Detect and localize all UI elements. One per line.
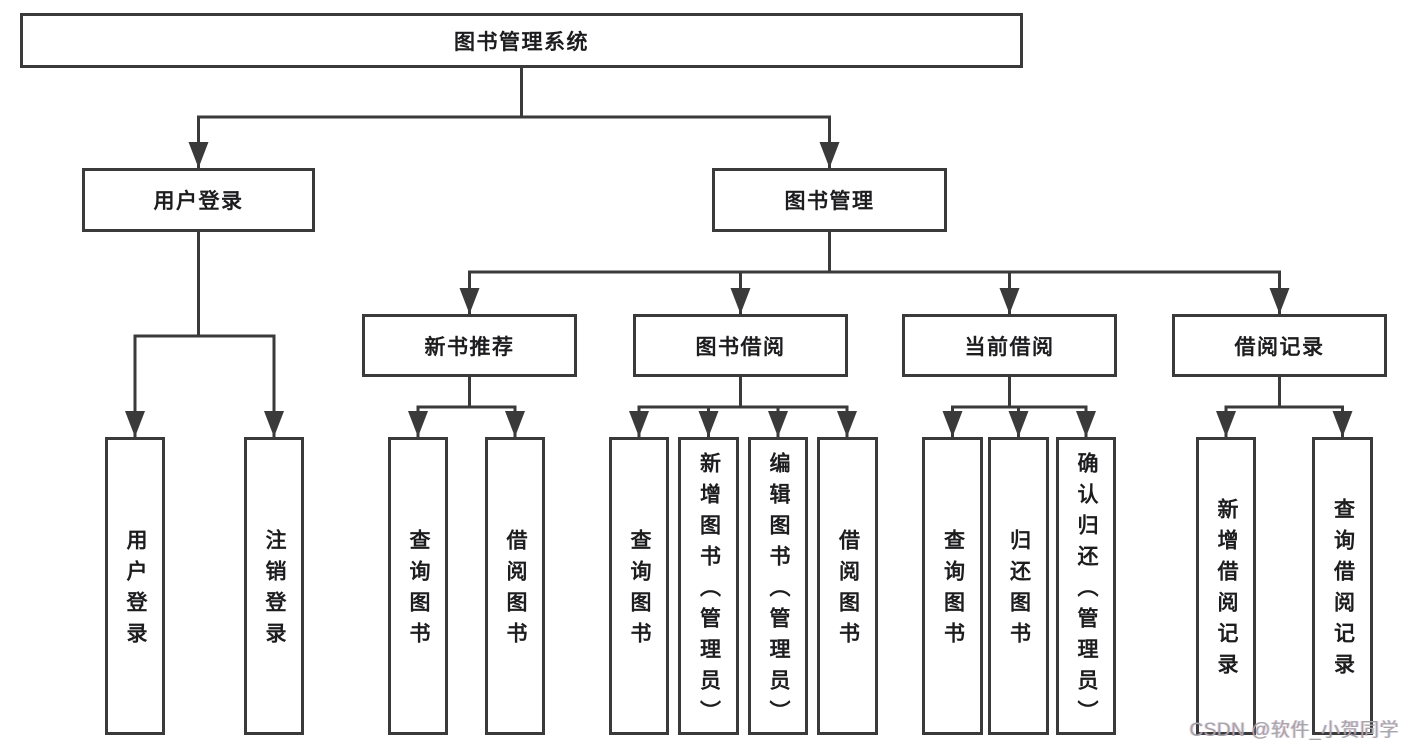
node-borrow-records: 借阅记录 xyxy=(1172,314,1387,377)
csdn-watermark: CSDN @软件_小贺同学 xyxy=(1189,720,1399,741)
leaf-logout: 注销登录 xyxy=(244,437,304,735)
node-book-management: 图书管理 xyxy=(712,168,947,232)
leaf-borrow-borrow: 借阅图书 xyxy=(817,437,878,735)
leaf-borrow-query: 查询图书 xyxy=(609,437,669,735)
node-borrow-records-label: 借阅记录 xyxy=(1234,335,1325,359)
leaf-records-add-label: 新增借阅记录 xyxy=(1215,498,1238,684)
leaf-borrow-add: 新增图书（管理员） xyxy=(678,437,739,735)
leaf-user-login-label: 用户登录 xyxy=(124,529,147,653)
leaf-borrow-borrow-label: 借阅图书 xyxy=(836,529,860,653)
node-book-borrow: 图书借阅 xyxy=(633,314,848,377)
node-root-label: 图书管理系统 xyxy=(454,30,589,54)
leaf-newbook-borrow-label: 借阅图书 xyxy=(504,529,527,653)
leaf-current-confirm-return: 确认归还（管理员） xyxy=(1056,437,1116,735)
leaf-current-confirm-return-label: 确认归还（管理员） xyxy=(1075,451,1098,731)
node-user-login-label: 用户登录 xyxy=(153,190,244,213)
leaf-newbook-query: 查询图书 xyxy=(388,437,448,735)
leaf-records-query: 查询借阅记录 xyxy=(1312,437,1373,735)
leaf-borrow-edit: 编辑图书（管理员） xyxy=(748,437,808,735)
leaf-current-return: 归还图书 xyxy=(988,437,1049,735)
leaf-borrow-edit-label: 编辑图书（管理员） xyxy=(767,451,790,731)
leaf-current-return-label: 归还图书 xyxy=(1007,529,1031,653)
node-book-borrow-label: 图书借阅 xyxy=(695,335,786,359)
leaf-borrow-add-label: 新增图书（管理员） xyxy=(697,451,721,731)
leaf-records-query-label: 查询借阅记录 xyxy=(1331,498,1355,684)
leaf-records-add: 新增借阅记录 xyxy=(1196,437,1256,735)
node-current-borrow-label: 当前借阅 xyxy=(964,335,1055,359)
leaf-current-query-label: 查询图书 xyxy=(941,529,965,653)
leaf-current-query: 查询图书 xyxy=(922,437,983,735)
node-new-book-recommend-label: 新书推荐 xyxy=(424,335,515,359)
leaf-user-login: 用户登录 xyxy=(105,437,165,735)
node-current-borrow: 当前借阅 xyxy=(902,314,1117,377)
node-root: 图书管理系统 xyxy=(20,13,1023,68)
node-user-login: 用户登录 xyxy=(82,168,315,232)
node-book-management-label: 图书管理 xyxy=(784,190,875,213)
leaf-newbook-query-label: 查询图书 xyxy=(407,529,430,653)
leaf-borrow-query-label: 查询图书 xyxy=(628,529,651,653)
leaf-logout-label: 注销登录 xyxy=(263,529,286,653)
node-new-book-recommend: 新书推荐 xyxy=(362,314,577,377)
leaf-newbook-borrow: 借阅图书 xyxy=(485,437,545,735)
